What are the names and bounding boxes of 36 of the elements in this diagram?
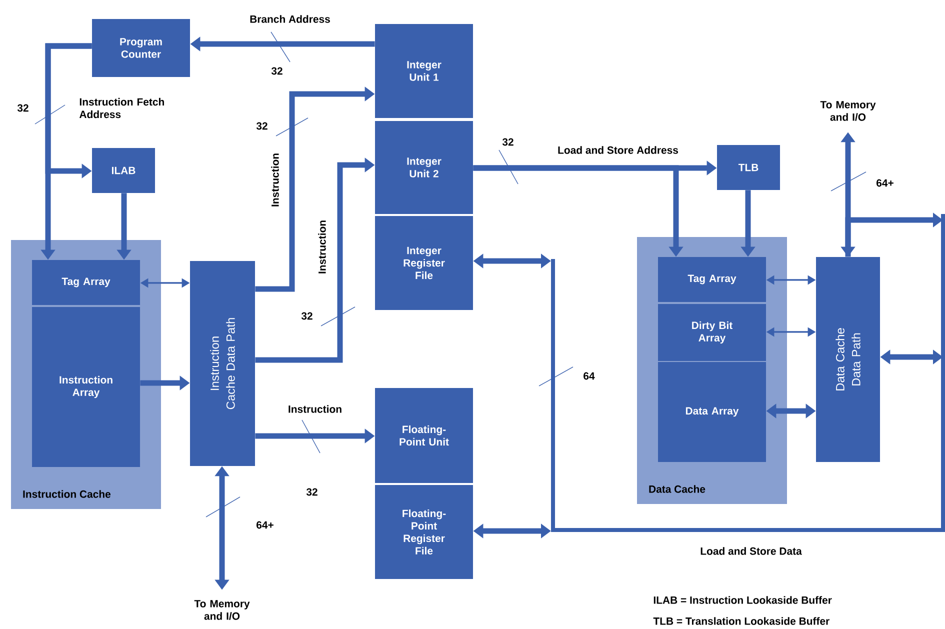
unit-box: Integer Unit 1 (375, 24, 473, 118)
data-path-box: Instruction Cache Data Path (190, 260, 255, 466)
unit-box: Data Array (658, 362, 766, 462)
bus-label: Load and Store Data (700, 547, 802, 555)
edge-label: Load and Store Address (558, 146, 678, 154)
bus-width: 64+ (256, 521, 274, 529)
unit-box: Integer Register File (375, 216, 473, 310)
edge-label: Branch Address (250, 15, 330, 23)
edge-label: Instruction Fetch Address (79, 98, 164, 118)
unit-box: Tag Array (32, 260, 140, 305)
unit-box: TLB (717, 144, 780, 190)
memory-label: To Memory and I/O (820, 101, 876, 121)
unit-box: Integer Unit 2 (375, 120, 473, 214)
bus-width: 64 (584, 372, 595, 380)
unit-box: Floating-Point Register File (375, 484, 473, 579)
unit-box: Floating-Point Unit (375, 388, 473, 483)
node-label: Dirty Bit Array (692, 321, 733, 344)
node-label: Data Array (686, 407, 739, 417)
data-path-box: Data Cache Data Path (816, 256, 880, 462)
bus-width: 32 (502, 138, 514, 146)
abbreviation-note: TLB = Translation Lookaside Buffer (653, 617, 830, 625)
unit-box: ILAB (92, 148, 155, 193)
bus-width: 32 (256, 122, 268, 130)
bus-width: 32 (301, 312, 312, 320)
bus-width: 32 (271, 67, 282, 75)
bus-width: 64+ (876, 179, 894, 187)
unit-box: Program Counter (92, 19, 190, 77)
edge-label: Instruction (271, 154, 279, 206)
edge-label: Instruction (288, 405, 342, 413)
edge-label: Instruction (318, 220, 326, 274)
unit-box: Tag Array (658, 256, 766, 302)
unit-box: Dirty Bit Array (658, 304, 766, 361)
memory-label: To Memory and I/O (194, 600, 250, 620)
bus-width: 32 (306, 488, 318, 496)
bus-width: 32 (17, 104, 28, 112)
abbreviation-note: ILAB = Instruction Lookaside Buffer (654, 596, 832, 604)
